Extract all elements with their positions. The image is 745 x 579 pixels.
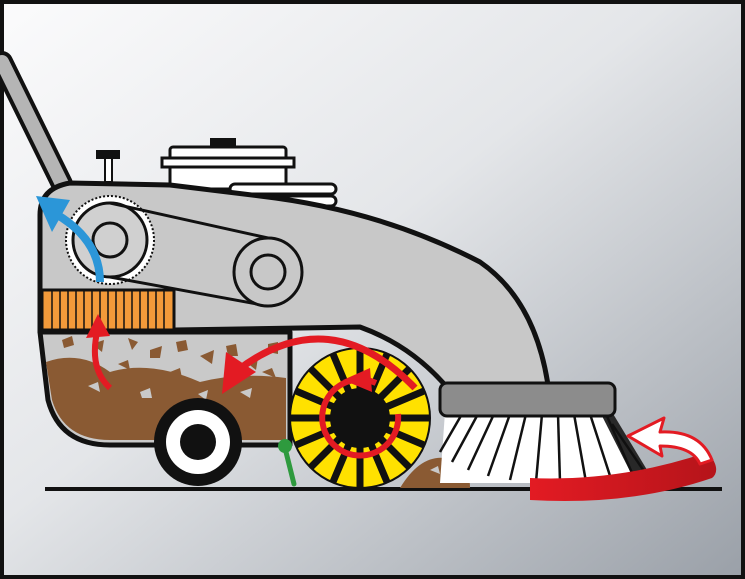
filter-panel (40, 288, 176, 332)
pulley (232, 236, 304, 308)
side-brush-rotation-arrow (530, 452, 717, 502)
flap (278, 439, 297, 487)
rear-wheel (154, 398, 242, 486)
handle (0, 51, 73, 195)
dirt-flow-arrow (235, 335, 418, 391)
dirt-highlights (88, 382, 252, 400)
fan-wheel (65, 195, 155, 285)
brush-rotation-arrow (319, 376, 402, 459)
side-brush (438, 381, 655, 483)
rotation-arrow-head (626, 416, 714, 466)
main-brush (289, 347, 431, 489)
drive-belt (109, 201, 269, 308)
exhaust-arrow (53, 210, 104, 283)
